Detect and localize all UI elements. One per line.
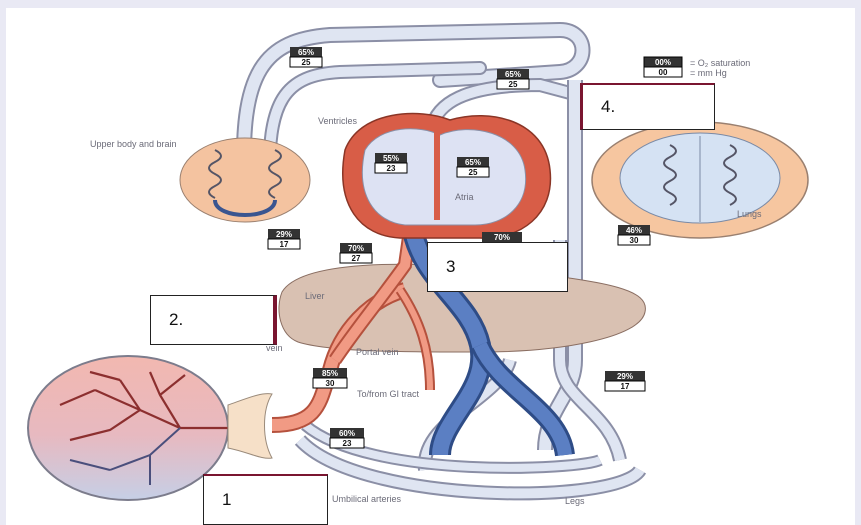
liver-label: Liver bbox=[305, 291, 325, 301]
legend-saturation-label: = O₂ saturation bbox=[690, 58, 750, 68]
badge: 55% 23 bbox=[375, 153, 407, 173]
badge-pressure: 30 bbox=[326, 379, 335, 388]
badge: 29% 17 bbox=[268, 229, 300, 249]
legs-label: Legs bbox=[565, 496, 585, 506]
heart bbox=[343, 114, 551, 239]
upper-body-label: Upper body and brain bbox=[90, 139, 177, 149]
answer-box-1[interactable]: 1 bbox=[203, 474, 328, 525]
badge-pressure: 25 bbox=[469, 168, 478, 177]
badge-saturation: 65% bbox=[465, 158, 481, 167]
badge-pressure: 27 bbox=[352, 254, 361, 263]
badge: 65% 25 bbox=[497, 69, 529, 89]
upper-body-organ bbox=[180, 138, 310, 222]
answer-box-4-label: 4. bbox=[601, 97, 615, 117]
badge-pressure: 25 bbox=[302, 58, 311, 67]
umbilical-arteries-label: Umbilical arteries bbox=[332, 494, 402, 504]
portal-vein-label: Portal vein bbox=[356, 347, 399, 357]
atria-label: Atria bbox=[455, 192, 474, 202]
legend-pressure-label: = mm Hg bbox=[690, 68, 727, 78]
gi-tract-label: To/from GI tract bbox=[357, 389, 420, 399]
answer-box-2[interactable]: 2. bbox=[150, 295, 277, 345]
badge-pressure: 17 bbox=[280, 240, 289, 249]
badge-saturation: 60% bbox=[339, 429, 355, 438]
answer-box-3[interactable]: 3 bbox=[427, 242, 568, 292]
legend-bottom-sample: 00 bbox=[659, 68, 668, 77]
badge: 65% 25 bbox=[457, 157, 489, 177]
legend-top-sample: 00% bbox=[655, 58, 671, 67]
badge-saturation: 85% bbox=[322, 369, 338, 378]
lungs-organ bbox=[592, 122, 808, 238]
badge-saturation: 70% bbox=[494, 233, 510, 242]
badge-saturation: 29% bbox=[617, 372, 633, 381]
answer-box-4[interactable]: 4. bbox=[580, 83, 715, 130]
badge: 70% bbox=[482, 232, 522, 242]
lungs-label: Lungs bbox=[737, 209, 762, 219]
badge-pressure: 30 bbox=[630, 236, 639, 245]
badge-saturation: 46% bbox=[626, 226, 642, 235]
badge: 29% 17 bbox=[605, 371, 645, 391]
badge: 60% 23 bbox=[330, 428, 364, 448]
badge-saturation: 70% bbox=[348, 244, 364, 253]
badge-pressure: 23 bbox=[343, 439, 352, 448]
badge: 70% 27 bbox=[340, 243, 372, 263]
answer-box-3-label: 3 bbox=[446, 257, 455, 277]
ventricles-label: Ventricles bbox=[318, 116, 358, 126]
badge-pressure: 25 bbox=[509, 80, 518, 89]
badge-pressure: 17 bbox=[621, 382, 630, 391]
badge-saturation: 55% bbox=[383, 154, 399, 163]
badge-pressure: 23 bbox=[387, 164, 396, 173]
badge-saturation: 29% bbox=[276, 230, 292, 239]
answer-box-1-label: 1 bbox=[222, 490, 231, 510]
badge-saturation: 65% bbox=[505, 70, 521, 79]
badge-saturation: 65% bbox=[298, 48, 314, 57]
badge: 46% 30 bbox=[618, 225, 650, 245]
answer-box-2-label: 2. bbox=[169, 310, 183, 330]
badge: 85% 30 bbox=[313, 368, 347, 388]
badge: 65% 25 bbox=[290, 47, 322, 67]
